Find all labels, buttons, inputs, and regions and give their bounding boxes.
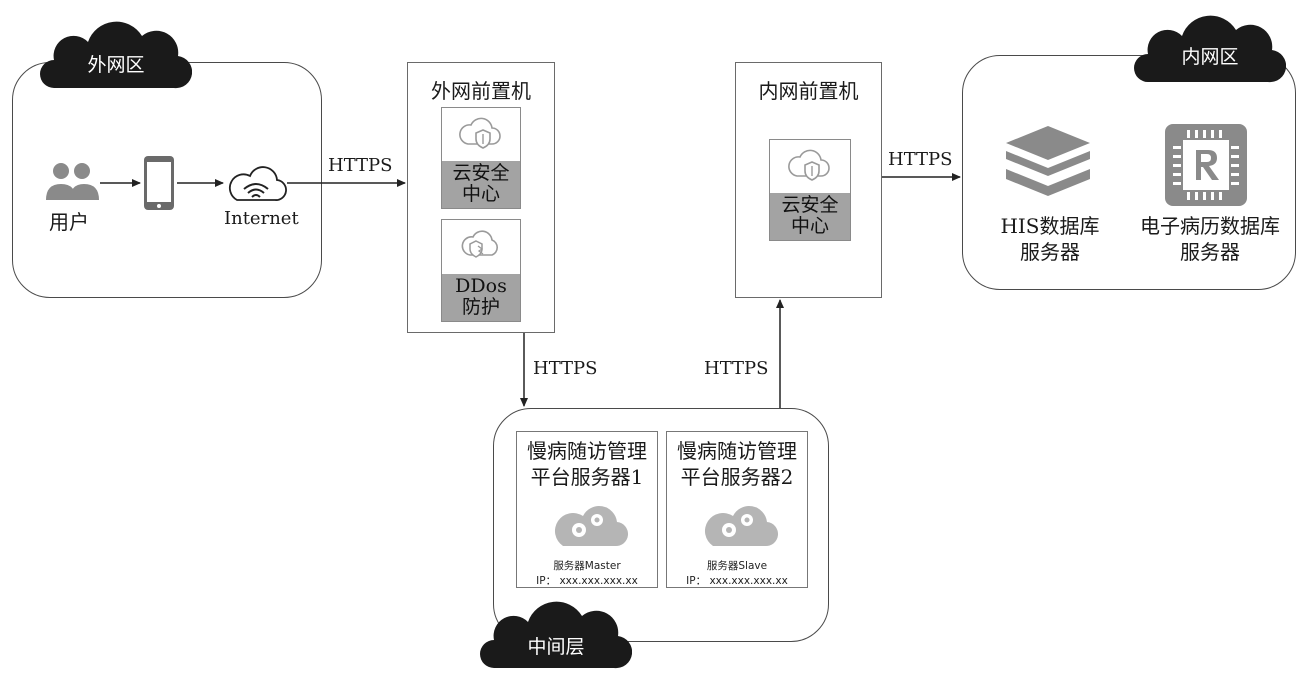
server-1-role: 服务器Master <box>553 560 621 572</box>
internal-cloud-security-module: 云安全 中心 <box>769 139 851 241</box>
cloud-security-module: 云安全 中心 <box>441 107 521 209</box>
ddos-module: DDos 防护 <box>441 219 521 322</box>
cloud-shield-icon <box>459 117 501 149</box>
wifi-cloud-icon <box>228 166 287 201</box>
server-2-ip: IP： xxx.xxx.xxx.xx <box>686 575 788 587</box>
users-icon <box>46 163 99 200</box>
emr-server-label: 电子病历数据库 服务器 <box>1140 214 1280 264</box>
middle-zone-tag-label: 中间层 <box>527 636 585 658</box>
internal-cloud-security-label: 云安全 中心 <box>770 193 850 240</box>
ddos-shield-icon <box>461 230 498 258</box>
https-label-middle-internal: HTTPS <box>704 358 769 379</box>
internal-frontend-title: 内网前置机 <box>758 79 859 103</box>
https-label-frontend-middle: HTTPS <box>533 358 598 379</box>
server-2-role: 服务器Slave <box>706 560 768 572</box>
server-1-ip: IP： xxx.xxx.xxx.xx <box>536 575 638 587</box>
cloud-tag-shape <box>40 21 192 89</box>
server-2-name: 慢病随访管理 平台服务器2 <box>677 439 797 489</box>
mobile-phone-icon <box>144 156 174 210</box>
cloud-tag-shape <box>480 601 632 669</box>
internal-zone-tag: 内网区 <box>1134 12 1286 86</box>
middle-zone-tag: 中间层 <box>480 598 632 672</box>
https-label-internet: HTTPS <box>328 155 393 176</box>
external-zone-tag: 外网区 <box>40 18 192 92</box>
https-label-internal: HTTPS <box>888 149 953 170</box>
gear-cloud-icon <box>704 506 779 547</box>
internet-label: Internet <box>224 208 299 229</box>
cloud-security-label: 云安全 中心 <box>442 161 520 208</box>
emr-chip-icon <box>1165 124 1247 206</box>
external-frontend-title: 外网前置机 <box>431 79 531 103</box>
gear-cloud-icon <box>554 506 629 547</box>
cloud-shield-icon <box>788 149 830 181</box>
server-2: 慢病随访管理 平台服务器2 服务器Slave IP： xxx.xxx.xxx.x… <box>666 431 808 588</box>
internal-frontend-box: 内网前置机 云安全 中心 <box>735 62 882 298</box>
user-label: 用户 <box>49 210 89 234</box>
his-server-label: HIS数据库 服务器 <box>1000 214 1100 264</box>
database-stack-icon <box>1006 126 1090 196</box>
cloud-tag-shape <box>1134 15 1286 83</box>
server-1-name: 慢病随访管理 平台服务器1 <box>527 439 647 489</box>
server-1: 慢病随访管理 平台服务器1 服务器Master IP： xxx.xxx.xxx.… <box>516 431 658 588</box>
external-frontend-box: 外网前置机 云安全 中心 DDos 防护 <box>407 62 555 333</box>
ddos-label: DDos 防护 <box>442 274 520 321</box>
internal-zone-tag-label: 内网区 <box>1181 46 1239 68</box>
external-zone-tag-label: 外网区 <box>87 54 145 76</box>
